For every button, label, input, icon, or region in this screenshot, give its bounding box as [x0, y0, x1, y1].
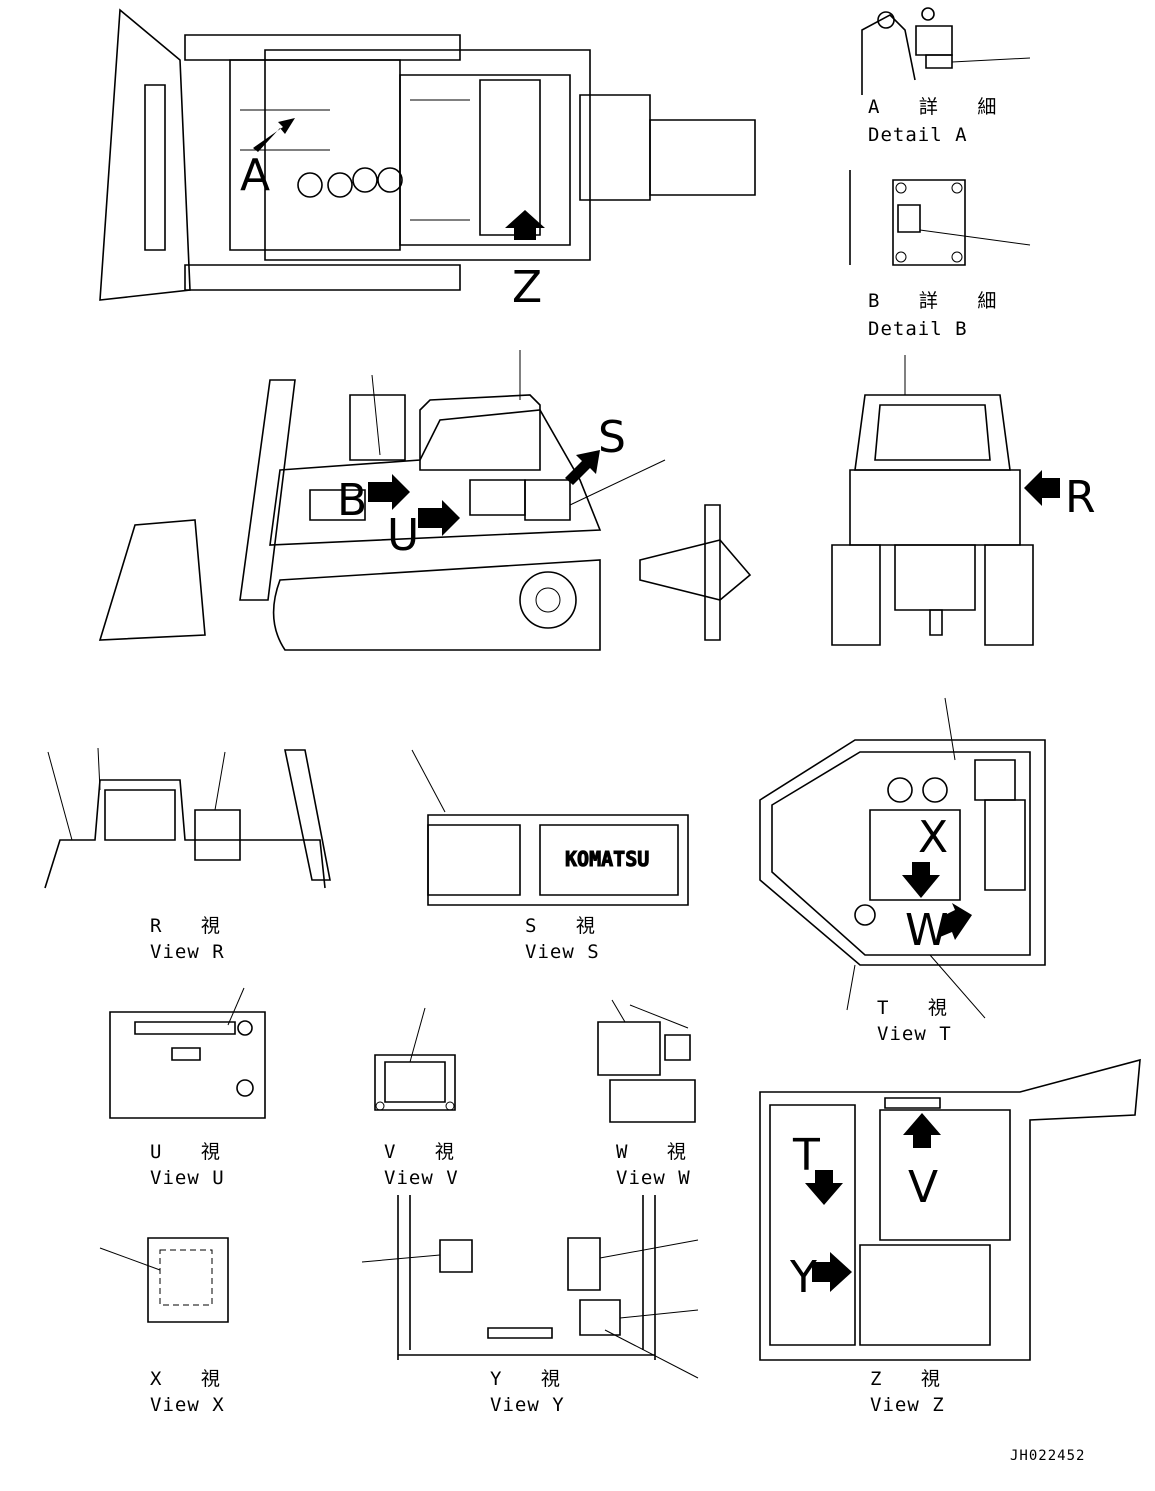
view-t-label-en: View T	[877, 1023, 952, 1045]
arrow-w-icon	[940, 903, 972, 940]
view-z-label-en: View Z	[870, 1394, 945, 1416]
arrow-r-icon	[1024, 470, 1060, 506]
view-x-drawing	[99, 1237, 229, 1323]
arrow-a-icon	[253, 118, 295, 152]
view-t-label-jp: T 視	[877, 997, 961, 1019]
callout-s: S	[598, 412, 626, 463]
arrow-y-icon	[812, 1252, 852, 1292]
arrow-v-icon	[903, 1113, 941, 1148]
view-v-label-jp: V 視	[384, 1141, 468, 1163]
view-u-label-en: View U	[150, 1167, 225, 1189]
arrow-b-icon	[368, 474, 410, 510]
view-r-drawing	[44, 747, 331, 889]
arrow-t-icon	[805, 1170, 843, 1205]
view-s-label-en: View S	[525, 941, 600, 963]
callout-z: Z	[512, 262, 542, 313]
detail-a-label-en: Detail A	[868, 124, 968, 146]
view-s-label-jp: S 視	[525, 915, 609, 937]
view-t-drawing	[759, 697, 1046, 1019]
view-w-drawing	[597, 999, 696, 1123]
view-r-label-en: View R	[150, 941, 225, 963]
callout-a: A	[240, 150, 270, 201]
callout-v: V	[908, 1162, 938, 1213]
detail-a-label-jp: A 詳 細	[868, 96, 1010, 118]
view-z-drawing	[759, 1058, 1141, 1361]
view-r-label-jp: R 視	[150, 915, 234, 937]
callout-x: X	[918, 812, 948, 863]
view-x-label-jp: X 視	[150, 1368, 234, 1390]
callout-r: R	[1065, 472, 1096, 523]
komatsu-brand-text: KOMATSU	[565, 847, 649, 871]
view-y-label-en: View Y	[490, 1394, 565, 1416]
view-x-label-en: View X	[150, 1394, 225, 1416]
view-z-label-jp: Z 視	[870, 1368, 954, 1390]
arrow-z-icon	[505, 210, 545, 240]
rear-view	[831, 355, 1060, 646]
view-w-label-en: View W	[616, 1167, 691, 1189]
document-number: JH022452	[1010, 1448, 1085, 1464]
callout-b: B	[337, 475, 367, 526]
view-v-label-en: View V	[384, 1167, 459, 1189]
side-view	[98, 350, 752, 651]
view-u-drawing	[109, 987, 266, 1119]
callout-u: U	[387, 510, 419, 561]
view-u-label-jp: U 視	[150, 1141, 234, 1163]
detail-b-label-en: Detail B	[868, 318, 968, 340]
view-y-label-jp: Y 視	[490, 1368, 574, 1390]
detail-b-label-jp: B 詳 細	[868, 290, 1010, 312]
callout-w: W	[905, 905, 949, 956]
callout-t: T	[792, 1130, 820, 1181]
view-w-label-jp: W 視	[616, 1141, 700, 1163]
view-s-drawing	[411, 749, 689, 906]
arrow-u-icon	[418, 500, 460, 536]
top-plan-view	[99, 8, 756, 301]
view-y-drawing	[361, 1195, 699, 1379]
detail-b-drawing	[849, 170, 1031, 266]
arrow-s-icon	[565, 450, 600, 485]
view-v-drawing	[374, 1007, 456, 1111]
arrow-x-icon	[902, 862, 940, 898]
detail-a-drawing	[861, 7, 1031, 95]
callout-y: Y	[789, 1252, 817, 1303]
